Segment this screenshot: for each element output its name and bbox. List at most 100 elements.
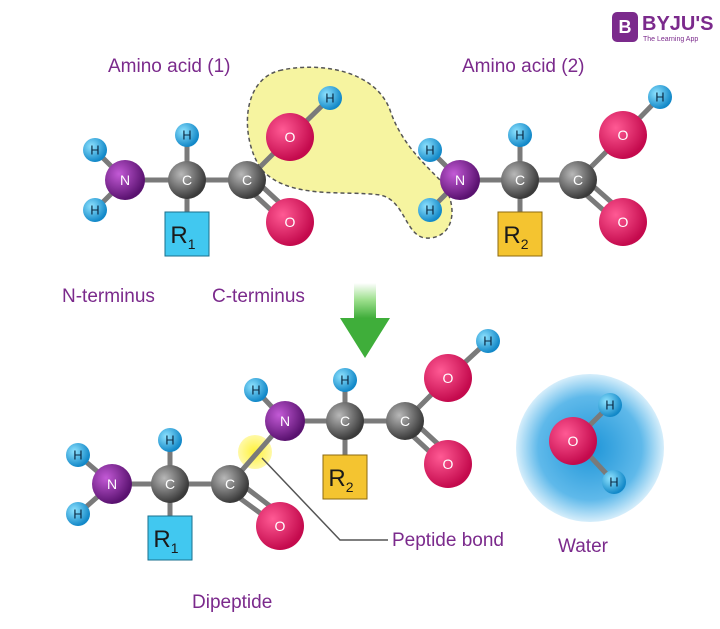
byjus-logo: B BYJU'S The Learning App — [612, 12, 713, 43]
label-peptide-bond: Peptide bond — [392, 530, 504, 551]
nitrogen-atom: N — [265, 401, 305, 441]
label-dipeptide: Dipeptide — [192, 592, 272, 613]
carbon-atom: C — [501, 161, 539, 199]
hydrogen-atom: H — [476, 329, 500, 353]
svg-text:H: H — [609, 475, 618, 490]
svg-text:H: H — [515, 128, 524, 143]
reaction-arrow — [340, 283, 390, 358]
svg-text:O: O — [618, 127, 629, 143]
amino-acid-1: H H N H C R1 C O H O — [83, 86, 342, 257]
r2-group: R2 — [322, 454, 368, 500]
svg-text:N: N — [455, 172, 465, 188]
carbon-atom: C — [168, 161, 206, 199]
svg-text:C: C — [242, 172, 252, 188]
hydrogen-atom: H — [66, 502, 90, 526]
svg-text:R1: R1 — [153, 526, 178, 556]
hydrogen-atom: H — [418, 198, 442, 222]
water-molecule: H H O — [516, 374, 664, 522]
svg-text:H: H — [325, 91, 334, 106]
oxygen-atom: O — [549, 417, 597, 465]
nitrogen-atom: N — [105, 160, 145, 200]
carbon-atom: C — [211, 465, 249, 503]
svg-text:C: C — [225, 476, 235, 492]
svg-text:R2: R2 — [328, 465, 353, 495]
oxygen-atom: O — [424, 440, 472, 488]
svg-text:C: C — [400, 413, 410, 429]
svg-text:H: H — [73, 448, 82, 463]
oxygen-atom: O — [266, 198, 314, 246]
oxygen-atom: O — [424, 354, 472, 402]
label-n-terminus: N-terminus — [62, 286, 155, 307]
svg-text:H: H — [483, 334, 492, 349]
svg-text:C: C — [515, 172, 525, 188]
svg-text:N: N — [120, 172, 130, 188]
svg-text:O: O — [275, 518, 286, 534]
peptide-bond-pointer — [261, 457, 388, 541]
svg-text:H: H — [165, 433, 174, 448]
r1-group: R1 — [147, 515, 193, 561]
label-water: Water — [558, 536, 609, 557]
brand-tagline: The Learning App — [643, 36, 698, 43]
svg-text:C: C — [340, 413, 350, 429]
hydrogen-atom: H — [66, 443, 90, 467]
svg-text:O: O — [618, 214, 629, 230]
carbon-atom: C — [228, 161, 266, 199]
svg-text:H: H — [655, 90, 664, 105]
svg-text:H: H — [340, 373, 349, 388]
label-amino-acid-2: Amino acid (2) — [462, 56, 585, 77]
r2-group: R2 — [497, 211, 543, 257]
svg-text:H: H — [182, 128, 191, 143]
hydrogen-atom: H — [175, 123, 199, 147]
svg-text:R2: R2 — [503, 222, 528, 252]
svg-text:H: H — [73, 507, 82, 522]
nitrogen-atom: N — [440, 160, 480, 200]
label-amino-acid-1: Amino acid (1) — [108, 56, 231, 77]
carbon-atom: C — [151, 465, 189, 503]
logo-letter: B — [619, 17, 632, 37]
carbon-atom: C — [386, 402, 424, 440]
oxygen-atom: O — [266, 113, 314, 161]
oxygen-atom: O — [599, 111, 647, 159]
svg-text:O: O — [568, 433, 579, 449]
hydrogen-atom: H — [158, 428, 182, 452]
hydrogen-atom: H — [602, 470, 626, 494]
water-removal-highlight — [246, 66, 453, 239]
dipeptide-molecule: H H N H C R1 C O H N H C R2 C O H O — [66, 329, 500, 561]
svg-text:R1: R1 — [170, 222, 195, 252]
svg-text:H: H — [425, 203, 434, 218]
hydrogen-atom: H — [598, 393, 622, 417]
svg-text:O: O — [285, 214, 296, 230]
hydrogen-atom: H — [508, 123, 532, 147]
hydrogen-atom: H — [83, 138, 107, 162]
svg-text:H: H — [90, 203, 99, 218]
nitrogen-atom: N — [92, 464, 132, 504]
label-c-terminus: C-terminus — [212, 286, 305, 307]
hydrogen-atom: H — [418, 138, 442, 162]
logo-badge — [612, 12, 638, 42]
svg-text:C: C — [573, 172, 583, 188]
amino-acid-2: H H N H C R2 C O H O — [418, 85, 672, 257]
hydrogen-atom: H — [333, 368, 357, 392]
carbon-atom: C — [559, 161, 597, 199]
svg-text:O: O — [443, 456, 454, 472]
oxygen-atom: O — [256, 502, 304, 550]
oxygen-atom: O — [599, 198, 647, 246]
svg-text:C: C — [182, 172, 192, 188]
hydrogen-atom: H — [83, 198, 107, 222]
hydrogen-atom: H — [318, 86, 342, 110]
svg-text:H: H — [251, 383, 260, 398]
hydrogen-atom: H — [244, 378, 268, 402]
r1-group: R1 — [164, 211, 210, 257]
svg-text:O: O — [285, 129, 296, 145]
carbon-atom: C — [326, 402, 364, 440]
svg-text:O: O — [443, 370, 454, 386]
svg-text:N: N — [280, 413, 290, 429]
svg-text:H: H — [605, 398, 614, 413]
svg-text:H: H — [90, 143, 99, 158]
brand-name: BYJU'S — [642, 13, 713, 35]
hydrogen-atom: H — [648, 85, 672, 109]
svg-text:N: N — [107, 476, 117, 492]
svg-text:H: H — [425, 143, 434, 158]
svg-text:C: C — [165, 476, 175, 492]
